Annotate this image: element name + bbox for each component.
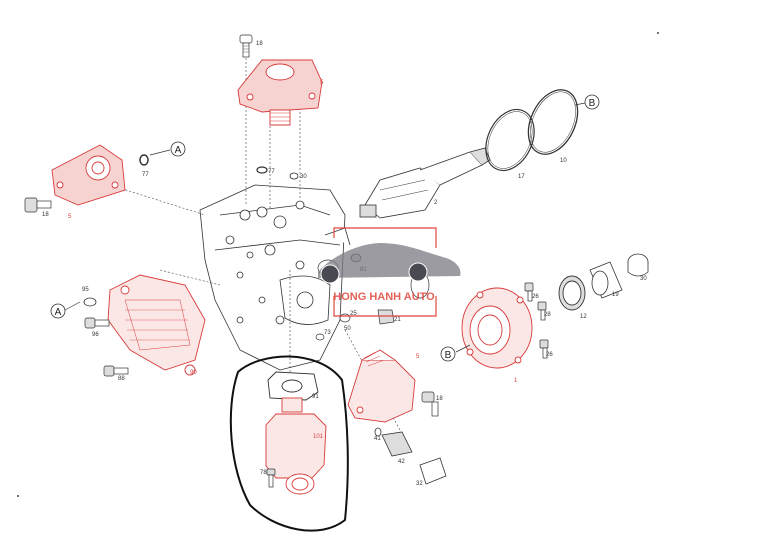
label-18: 18 (256, 41, 263, 47)
metering-valve (265, 371, 327, 495)
o-ring-10 (527, 89, 579, 155)
label-30: 30 (640, 276, 647, 282)
label-73: 73 (324, 330, 331, 336)
washer-95 (83, 297, 97, 307)
top-flange (237, 59, 323, 126)
callout-label: B (589, 98, 596, 109)
drive-shaft-2 (359, 147, 491, 219)
screw-96 (84, 317, 110, 329)
label-50: 50 (344, 326, 351, 332)
flange-1 (461, 287, 533, 369)
pump-body (199, 184, 351, 371)
callout-a-top: A (149, 141, 186, 157)
label-5: 5 (320, 80, 324, 86)
label-26: 26 (532, 294, 539, 300)
callout-b-right: B (440, 344, 471, 362)
cap-32 (419, 457, 447, 485)
hand-drawn-circle (229, 355, 349, 532)
bolt-18-left (24, 197, 52, 213)
bolt-18-top (239, 34, 253, 58)
lower-right-flange (347, 349, 416, 423)
watermark-logo: HONG HANH AUTO (318, 227, 461, 317)
label-88: 88 (118, 376, 125, 382)
label-41: 41 (374, 436, 381, 442)
label-2: 2 (434, 200, 438, 206)
o-ring-17 (485, 108, 535, 172)
callout-label: A (55, 307, 62, 318)
label-25: 25 (350, 311, 357, 317)
callout-label: B (445, 350, 452, 361)
label-10: 10 (560, 158, 567, 164)
label-78: 78 (260, 470, 267, 476)
bushing-19 (589, 261, 623, 299)
left-cover-housing (107, 274, 206, 376)
label-18: 18 (42, 212, 49, 218)
screw-88 (103, 365, 129, 377)
label-5: 5 (68, 214, 72, 220)
label-90: 90 (190, 370, 197, 376)
label-5: 5 (416, 354, 420, 360)
cap-30 (627, 253, 649, 277)
label-91: 91 (312, 394, 319, 400)
o-ring-30-top (289, 172, 299, 180)
callout-b-top: B (574, 94, 600, 110)
o-ring-77-top (256, 166, 268, 174)
callout-a-left: A (50, 301, 81, 319)
stray-mark (657, 32, 659, 34)
label-77: 77 (268, 169, 275, 175)
o-ring-77-left (139, 154, 149, 166)
screw-78 (266, 468, 276, 488)
label-21: 21 (394, 317, 401, 323)
callout-label: A (175, 145, 182, 156)
label-32: 32 (416, 481, 423, 487)
bearing-12 (558, 275, 586, 311)
label-19: 19 (612, 292, 619, 298)
label-95: 95 (82, 287, 89, 293)
part-labels: 18 5 77 30 5 77 18 17 10 2 95 96 88 90 8… (42, 41, 647, 487)
stray-mark (17, 495, 19, 497)
label-96: 96 (92, 332, 99, 338)
fitting-42 (374, 427, 413, 457)
label-77: 77 (142, 172, 149, 178)
label-1: 1 (514, 378, 518, 384)
watermark-text: HONG HANH AUTO (333, 291, 435, 303)
label-17: 17 (518, 174, 525, 180)
bolt-18-lower (421, 391, 439, 417)
label-12: 12 (580, 314, 587, 320)
left-flange (51, 144, 126, 206)
label-42: 42 (398, 459, 405, 465)
screws-26-28 (524, 282, 549, 359)
label-28: 28 (544, 312, 551, 318)
label-101: 101 (313, 434, 324, 440)
label-26: 26 (546, 352, 553, 358)
label-18: 18 (436, 396, 443, 402)
label-30: 30 (300, 174, 307, 180)
